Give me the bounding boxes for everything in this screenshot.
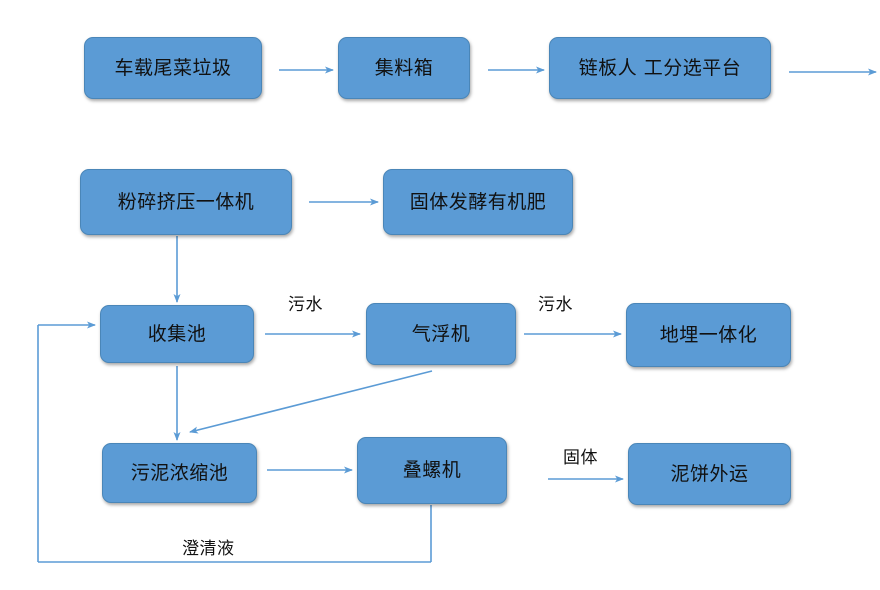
node-label: 地埋一体化 xyxy=(659,323,758,346)
node-collection-hopper[interactable]: 集料箱 xyxy=(338,37,470,99)
edge-label-wastewater-1: 污水 xyxy=(288,295,323,315)
edge-flotation-to-sludge-diagonal xyxy=(189,370,433,434)
node-label: 链板人 工分选平台 xyxy=(578,56,742,79)
edge-label-clarified-liquid: 澄清液 xyxy=(182,539,235,559)
node-air-flotation-machine[interactable]: 气浮机 xyxy=(366,303,516,365)
node-label: 集料箱 xyxy=(374,56,434,79)
node-vehicle-vegetable-waste[interactable]: 车载尾菜垃圾 xyxy=(84,37,262,99)
node-sludge-thickening-tank[interactable]: 污泥浓缩池 xyxy=(102,443,257,503)
node-label: 污泥浓缩池 xyxy=(130,461,229,484)
node-collection-pool[interactable]: 收集池 xyxy=(100,305,254,363)
node-label: 泥饼外运 xyxy=(670,462,749,485)
node-label: 粉碎挤压一体机 xyxy=(117,190,255,213)
node-label: 气浮机 xyxy=(411,322,471,345)
node-crushing-extrusion-machine[interactable]: 粉碎挤压一体机 xyxy=(80,169,292,235)
edge-label-wastewater-2: 污水 xyxy=(538,295,573,315)
node-label: 收集池 xyxy=(147,322,207,345)
edge-label-solid: 固体 xyxy=(563,448,598,468)
node-solid-fermentation-organic-fertilizer[interactable]: 固体发酵有机肥 xyxy=(383,169,573,235)
node-label: 叠螺机 xyxy=(402,459,462,482)
node-buried-integrated-unit[interactable]: 地埋一体化 xyxy=(626,303,791,367)
node-mud-cake-transport[interactable]: 泥饼外运 xyxy=(628,443,791,505)
node-label: 固体发酵有机肥 xyxy=(409,190,547,213)
node-stacked-screw-press[interactable]: 叠螺机 xyxy=(357,437,507,504)
node-label: 车载尾菜垃圾 xyxy=(114,56,232,79)
node-chain-plate-manual-sorting-platform[interactable]: 链板人 工分选平台 xyxy=(549,37,771,99)
